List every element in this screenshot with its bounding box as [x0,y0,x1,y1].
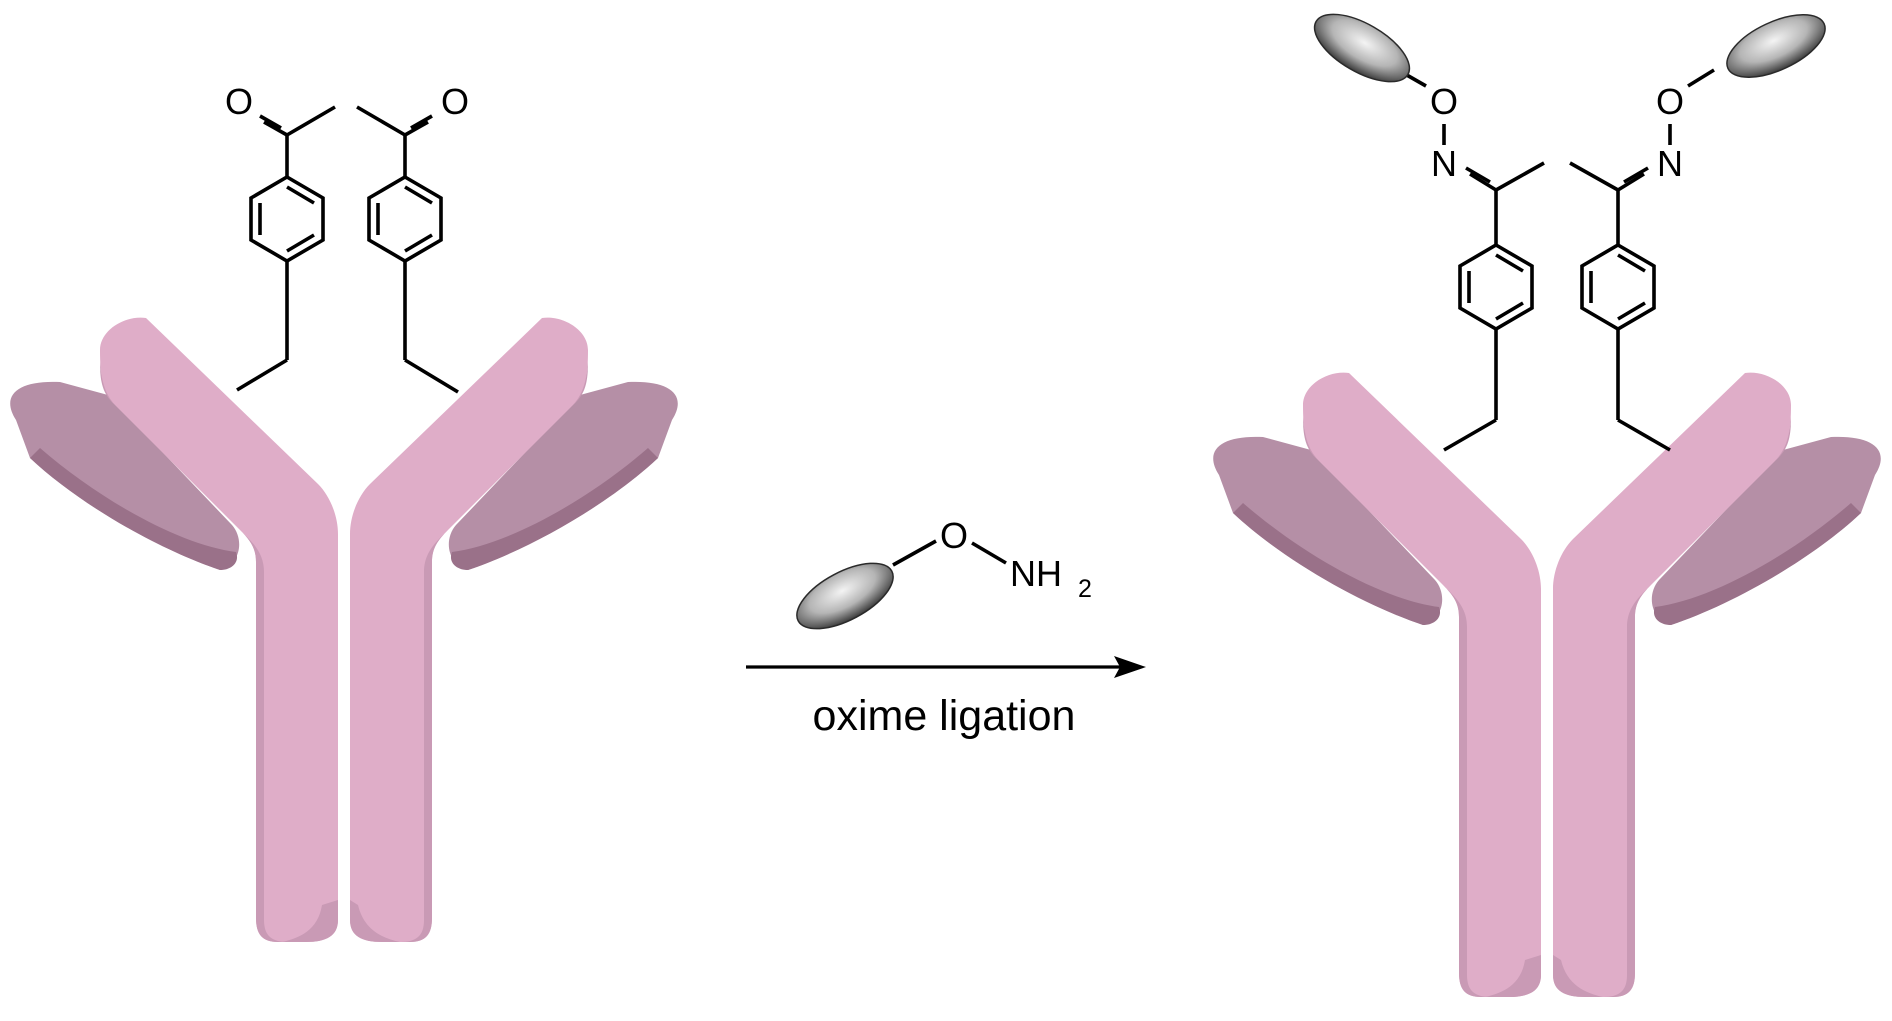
reagent-payload [786,549,904,643]
ketone-oxygen-right: O [441,81,469,122]
reaction-arrow [746,656,1146,678]
antibody-left [10,317,678,942]
reagent-amine-subscript: 2 [1078,575,1092,603]
oxime-nitrogen-right: N [1657,143,1683,184]
payload-right [1717,1,1835,91]
reagent-amine: NH [1010,553,1062,594]
reagent: O NH 2 [786,515,1092,643]
oxime-linkers [1397,68,1715,452]
ketone-oxygen-left: O [225,81,253,122]
oxime-oxygen-right: O [1656,81,1684,122]
oxime-oxygen-left: O [1430,81,1458,122]
payload-left [1303,0,1421,97]
reaction-label: oxime ligation [813,692,1076,740]
ketone-linkers [236,105,459,394]
reagent-oxygen: O [940,515,968,556]
antibody-oxime: O O N N [1213,0,1881,997]
antibody-right [1213,372,1881,997]
antibody-ketone: O O [10,81,678,942]
oxime-nitrogen-left: N [1431,143,1457,184]
